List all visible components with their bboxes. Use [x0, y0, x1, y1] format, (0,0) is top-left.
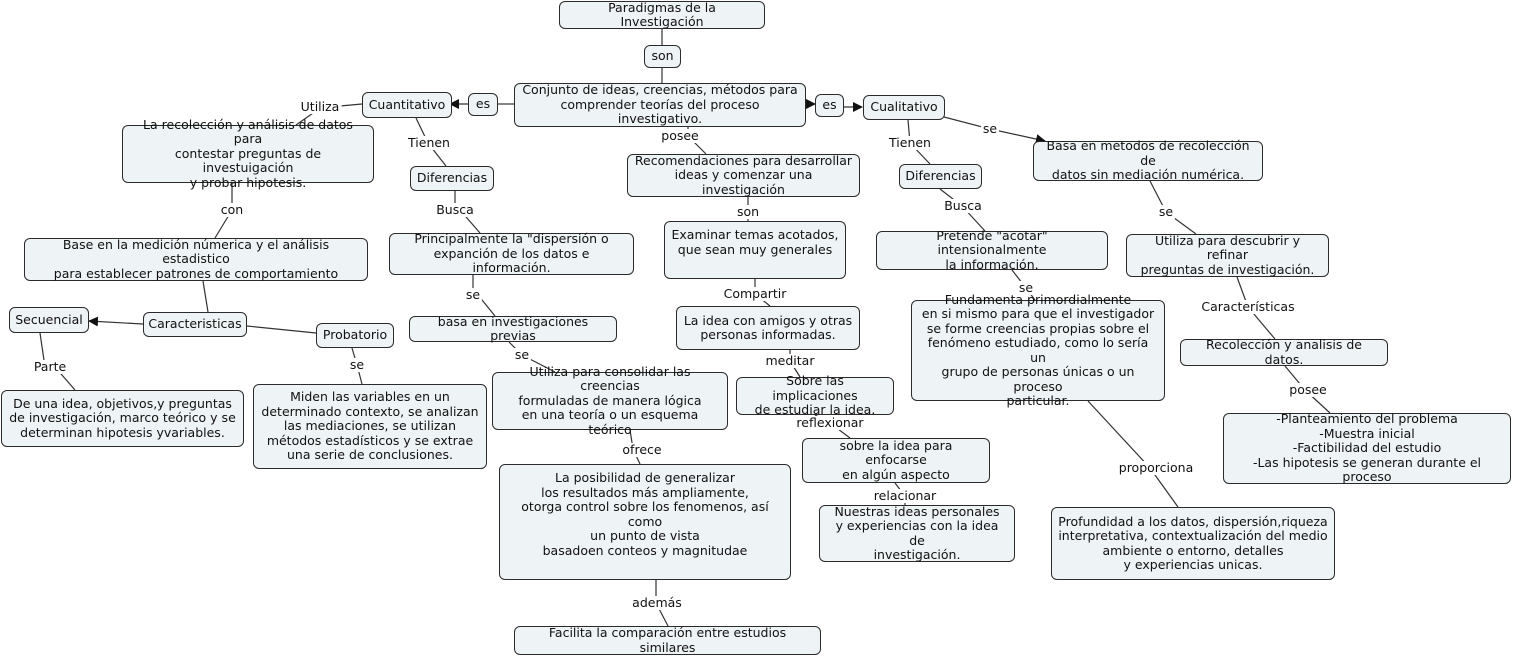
node-recoleccion-analisis[interactable]: Recolección y analisis de datos.	[1180, 337, 1388, 366]
label-meditar: meditar	[763, 353, 817, 368]
node-de-una-idea[interactable]: De una idea, objetivos,y preguntas de in…	[1, 390, 244, 447]
node-idea-amigos[interactable]: La idea con amigos y otras personas info…	[676, 306, 860, 350]
node-dispersion[interactable]: Principalmente la "dispersión o expanció…	[389, 232, 634, 275]
node-conjunto[interactable]: Conjunto de ideas, creencias, métodos pa…	[514, 83, 806, 127]
node-enfocarse[interactable]: sobre la idea para enfocarse en algún as…	[802, 438, 990, 483]
node-generalizar[interactable]: La posibilidad de generalizar los result…	[499, 464, 791, 580]
label-reflexionar: reflexionar	[794, 415, 866, 430]
node-caracteristicas-cuant[interactable]: Caracteristicas	[143, 312, 247, 337]
label-se-acotar: se	[1016, 280, 1036, 295]
label-posee-conjunto: posee	[659, 128, 701, 143]
node-cuantitativo[interactable]: Cuantitativo	[362, 92, 452, 118]
link-carac-probatorio	[246, 325, 317, 334]
label-parte: Parte	[31, 359, 69, 374]
node-examinar[interactable]: Examinar temas acotados, que sean muy ge…	[664, 221, 846, 279]
node-diferencias-cual[interactable]: Diferencias	[899, 164, 982, 189]
label-proporciona: proporciona	[1116, 460, 1196, 475]
label-con: con	[218, 202, 246, 217]
label-se-probatorio: se	[347, 357, 367, 372]
link-base-carac	[202, 280, 209, 313]
node-nuestras-ideas[interactable]: Nuestras ideas personales y experiencias…	[819, 504, 1015, 562]
node-diferencias-cuant[interactable]: Diferencias	[410, 166, 494, 191]
node-probatorio[interactable]: Probatorio	[316, 323, 394, 348]
label-ofrece: ofrece	[620, 442, 664, 457]
label-tienen-cuant: Tienen	[406, 135, 452, 150]
node-es-right[interactable]: es	[815, 94, 844, 117]
label-se-dispersion: se	[463, 287, 483, 302]
label-se-basa-metodos: se	[1156, 204, 1176, 219]
label-tienen-cual: Tienen	[887, 135, 933, 150]
label-se-cualitativo: se	[980, 121, 1000, 136]
node-descubrir[interactable]: Utiliza para descubrir y refinar pregunt…	[1126, 233, 1329, 277]
label-relacionar: relacionar	[871, 488, 939, 503]
node-son[interactable]: son	[644, 45, 681, 68]
link-se-basametodos	[989, 128, 1046, 144]
label-posee-recoleccion: posee	[1287, 382, 1329, 397]
label-busca-cuant: Busca	[434, 202, 476, 217]
link-fund-propor	[1087, 400, 1151, 469]
node-miden[interactable]: Miden las variables en un determinado co…	[253, 384, 487, 469]
node-planteamiento[interactable]: -Planteamiento del problema -Muestra ini…	[1223, 412, 1511, 484]
label-utiliza: Utiliza	[298, 99, 342, 114]
label-son-recom: son	[734, 204, 762, 219]
node-basa-metodos[interactable]: Basa en metodos de recolección de datos …	[1033, 139, 1263, 182]
link-carac-secuencial	[88, 316, 144, 327]
node-base-medicion[interactable]: Base en la medición númerica y el anális…	[24, 237, 368, 281]
node-recoleccion-cuant[interactable]: La recolección y análisis de datos para …	[122, 117, 374, 190]
node-fundamenta[interactable]: Fundamenta primordialmente en si mismo p…	[911, 292, 1165, 408]
label-busca-cual: Busca	[942, 198, 984, 213]
node-paradigmas[interactable]: Paradigmas de la Investigación	[559, 0, 765, 29]
node-recomendaciones[interactable]: Recomendaciones para desarrollar ideas y…	[627, 153, 860, 197]
link-cuant-utiliza	[339, 103, 363, 107]
node-basa-invest[interactable]: basa en investigaciones previas	[409, 314, 617, 343]
label-se-basa: se	[512, 347, 532, 362]
label-ademas: además	[630, 595, 684, 610]
node-es-left[interactable]: es	[468, 93, 498, 116]
node-cualitativo[interactable]: Cualitativo	[863, 95, 945, 120]
node-secuencial[interactable]: Secuencial	[9, 307, 89, 333]
label-compartir: Compartir	[721, 286, 789, 301]
node-facilita[interactable]: Facilita la comparación entre estudios s…	[514, 625, 821, 655]
node-consolidar[interactable]: Utiliza para consolidar las creencias fo…	[492, 364, 728, 437]
node-acotar[interactable]: Pretende "acotar" intensionalmente la in…	[876, 228, 1108, 272]
label-caracteristicas-cual: Características	[1199, 299, 1297, 314]
node-profundidad[interactable]: Profundidad a los datos, dispersión,riqu…	[1051, 507, 1335, 580]
node-implicaciones[interactable]: Sobre las implicaciones de estudiar la i…	[736, 374, 894, 417]
